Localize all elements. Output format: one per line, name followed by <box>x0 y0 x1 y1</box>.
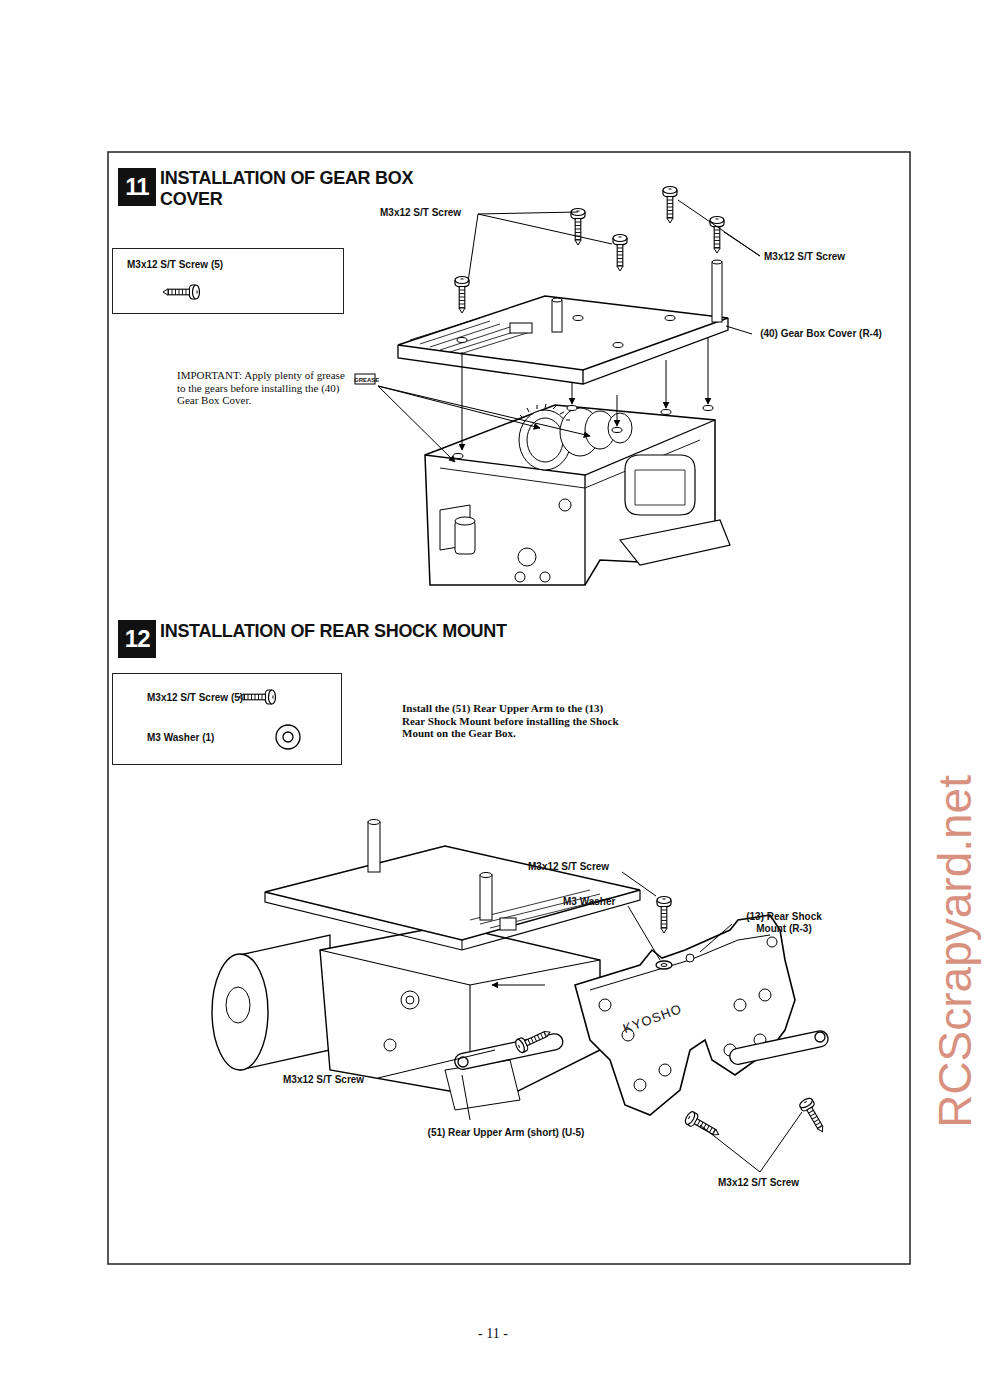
step-number-text: 11 <box>125 173 148 201</box>
part-label: (51) Rear Upper Arm (short) (U-5) <box>426 1127 586 1139</box>
step-number-text: 12 <box>125 625 150 653</box>
section-heading: INSTALLATION OF REAR SHOCK MOUNT <box>160 621 600 642</box>
part-label: (40) Gear Box Cover (R-4) <box>756 328 886 340</box>
part-label: M3x12 S/T Screw <box>528 861 609 873</box>
watermark: RCScrapyard.net <box>929 706 982 1196</box>
part-name: M3 Washer (1) <box>147 732 214 743</box>
step-number: 11 <box>118 168 156 206</box>
page-number: - 11 - <box>478 1326 508 1342</box>
part-name: M3x12 S/T Screw (5) <box>147 692 243 703</box>
part-label: (13) Rear Shock Mount (R-3) <box>734 911 834 934</box>
step-number: 12 <box>118 620 156 658</box>
parts-box: M3x12 S/T Screw (5) <box>112 248 344 314</box>
tube-label: GREASE <box>354 377 379 384</box>
part-label: M3x12 S/T Screw <box>380 207 461 219</box>
note-text: IMPORTANT: Apply plenty of grease to the… <box>177 369 345 407</box>
part-label: M3 Washer <box>563 896 615 908</box>
parts-box: M3x12 S/T Screw (5) M3 Washer (1) <box>112 673 342 765</box>
section-heading: INSTALLATION OF GEAR BOX COVER <box>160 168 420 209</box>
part-label: M3x12 S/T Screw <box>764 251 845 263</box>
note-text: Install the (51) Rear Upper Arm to the (… <box>402 702 620 740</box>
part-name: M3x12 S/T Screw (5) <box>127 259 223 270</box>
part-label: M3x12 S/T Screw <box>718 1177 799 1189</box>
part-label: M3x12 S/T Screw <box>283 1074 364 1086</box>
